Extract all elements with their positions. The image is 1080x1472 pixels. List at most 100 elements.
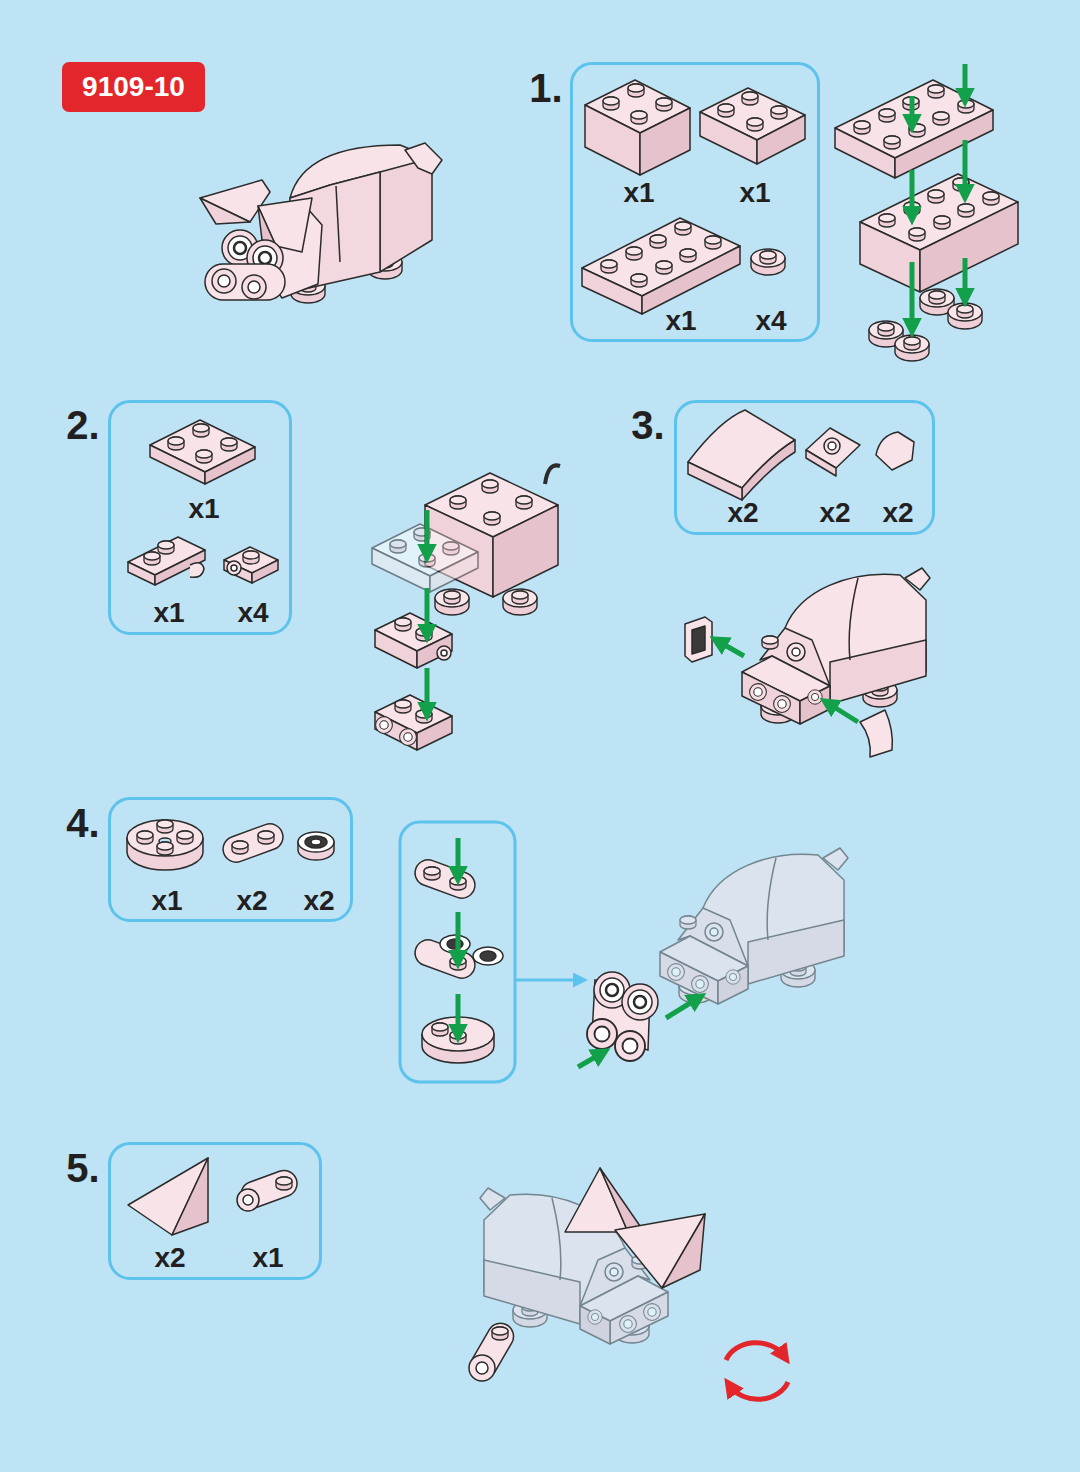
part-bricks <box>172 1158 208 1235</box>
parts-box: 3.x2x2x2 <box>674 400 935 535</box>
parts-box: 4.x1x2x2 <box>108 797 353 922</box>
part-bricks <box>237 1167 300 1211</box>
assembly-step-5 <box>466 1168 705 1383</box>
assembly-step-1 <box>854 121 870 134</box>
green-arrows <box>912 64 965 330</box>
step-number: 2. <box>66 405 99 445</box>
assembly-step-1 <box>884 136 900 149</box>
part-bricks <box>193 424 209 437</box>
subassembly <box>411 856 503 1063</box>
subassembly <box>432 1023 448 1036</box>
part-bricks <box>305 836 327 848</box>
part-bricks <box>177 831 193 844</box>
green-arrows <box>910 262 915 330</box>
green-arrows <box>963 140 968 196</box>
green-arrows <box>578 1052 604 1067</box>
part-count: x2 <box>154 1244 185 1272</box>
part-bricks <box>603 97 619 110</box>
green-arrows <box>910 170 915 218</box>
part-bricks <box>144 552 160 565</box>
model-faded <box>660 848 848 1004</box>
part-bricks <box>631 111 647 124</box>
subassembly <box>440 935 470 953</box>
part-bricks <box>692 626 705 654</box>
parts-box: 2.x1x1x4 <box>108 400 292 635</box>
assembly-step-5 <box>469 1355 495 1381</box>
finished-model <box>212 269 236 293</box>
assembly-step-2 <box>484 512 500 525</box>
assembly-step-2 <box>516 496 532 509</box>
part-bricks <box>771 106 787 119</box>
assembly-step-2 <box>437 646 451 660</box>
assembly-step-2 <box>390 540 406 553</box>
part-bricks <box>157 842 173 855</box>
part-bricks <box>742 92 758 105</box>
part-bricks <box>221 438 237 451</box>
part-bricks <box>127 820 334 870</box>
part-bricks <box>876 432 914 470</box>
snout-assembly <box>622 984 658 1020</box>
part-bricks <box>751 249 785 275</box>
assembly-step-1 <box>928 190 944 203</box>
part-bricks <box>675 222 691 235</box>
subassembly <box>447 939 463 949</box>
parts-box: 1.x1x1x1x4 <box>570 62 820 342</box>
snout-assembly <box>615 1031 645 1061</box>
part-bricks <box>231 565 237 571</box>
assembly-step-2 <box>441 650 447 656</box>
subassembly <box>424 867 440 880</box>
assembly-step-5 <box>600 1168 640 1232</box>
assembly-step-1 <box>835 80 1018 361</box>
assembly-step-1 <box>958 100 974 113</box>
green-arrows <box>666 997 700 1018</box>
part-bricks <box>311 839 321 845</box>
rotate-symbol <box>730 1382 788 1399</box>
part-bricks <box>601 260 617 273</box>
assembly-step-5 <box>476 1362 488 1374</box>
part-bricks <box>757 115 805 164</box>
green-arrows <box>826 702 858 722</box>
assembly-step-2 <box>503 589 537 615</box>
assembly-step-1 <box>879 109 895 122</box>
part-bricks <box>650 235 666 248</box>
assembly-step-2 <box>493 505 558 597</box>
assembly-step-1 <box>920 202 1018 292</box>
green-arrows <box>716 640 744 656</box>
assembly-step-2 <box>376 717 393 734</box>
part-bricks <box>298 832 334 852</box>
assembly-step-2 <box>443 542 459 555</box>
parts-box: 5.x2x1 <box>108 1142 322 1280</box>
part-bricks <box>628 84 644 97</box>
part-bricks <box>237 1189 259 1211</box>
finished-model <box>405 143 442 174</box>
part-count: x1 <box>153 599 184 627</box>
green-arrows <box>456 838 461 1036</box>
assembly-step-2 <box>416 628 432 641</box>
part-bricks <box>243 551 259 564</box>
assembly-step-2 <box>416 710 432 723</box>
part-bricks <box>158 541 174 554</box>
green-arrows <box>425 510 430 714</box>
part-bricks <box>685 617 892 757</box>
assembly-step-1 <box>933 112 949 125</box>
assembly-step-2 <box>395 700 411 713</box>
green-arrows <box>456 994 461 1036</box>
part-count: x1 <box>252 1244 283 1272</box>
green-arrows <box>456 912 461 962</box>
part-count: x2 <box>819 499 850 527</box>
part-bricks <box>168 437 184 450</box>
part-count: x2 <box>303 887 334 915</box>
part-count: x1 <box>665 307 696 335</box>
part-bricks <box>219 820 286 866</box>
assembly-step-2 <box>372 465 560 750</box>
step-number: 4. <box>66 803 99 843</box>
part-bricks <box>626 247 642 260</box>
part-bricks <box>685 617 712 662</box>
part-count: x4 <box>237 599 268 627</box>
part-bricks <box>128 1158 208 1235</box>
part-bricks <box>860 710 892 757</box>
assembly-step-1 <box>895 335 929 361</box>
part-bricks <box>127 820 203 856</box>
assembly-step-2 <box>435 589 469 615</box>
